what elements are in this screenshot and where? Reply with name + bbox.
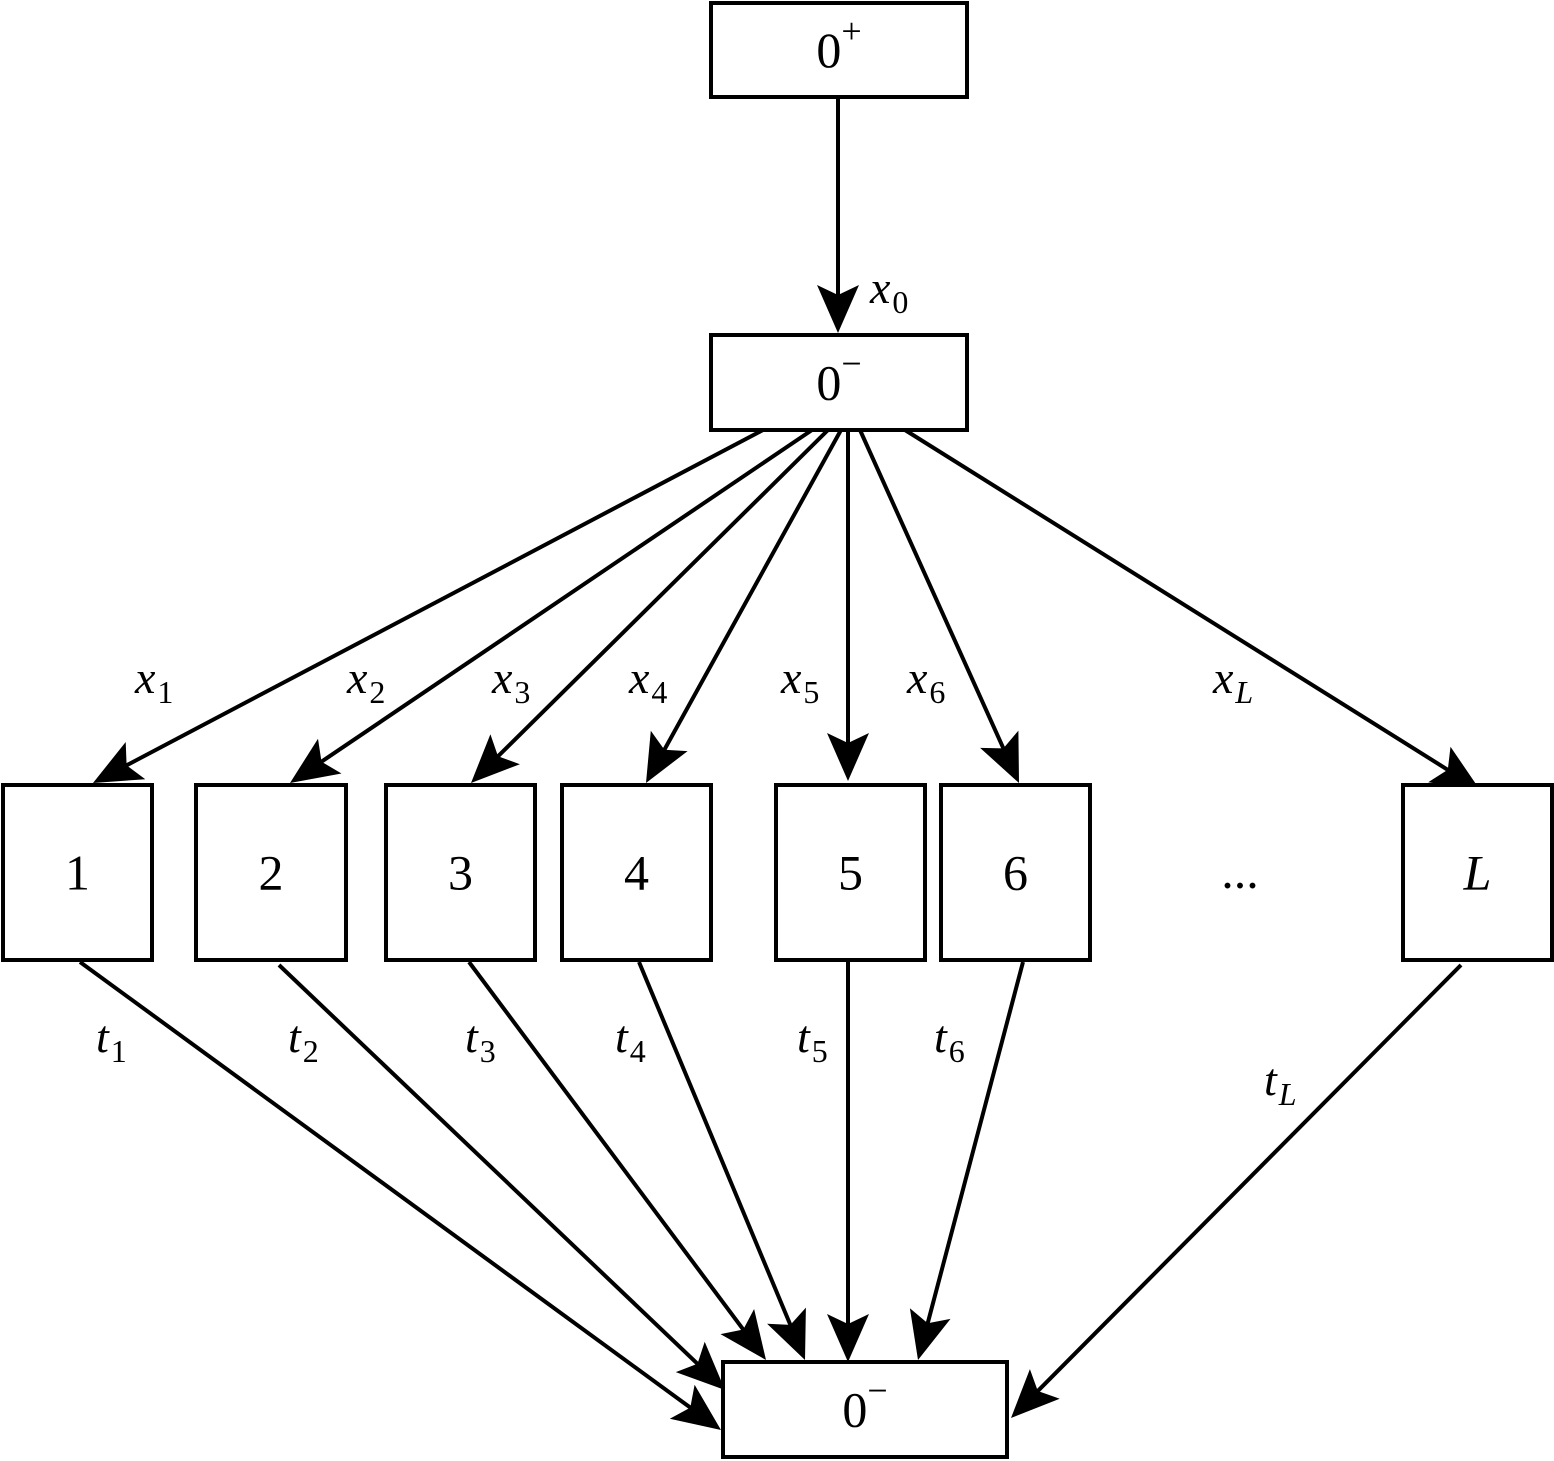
arrowhead-x2 bbox=[290, 738, 342, 783]
edge-line-t1 bbox=[78, 960, 694, 1411]
node-label-n2: 2 bbox=[259, 845, 284, 901]
node-n6: 6 bbox=[939, 783, 1092, 962]
node-label-top: 0+ bbox=[816, 11, 861, 78]
node-label-n4: 4 bbox=[624, 845, 649, 901]
node-box-nL bbox=[1401, 783, 1554, 962]
arrowhead-x3 bbox=[471, 734, 520, 783]
edge-label-t5: t5 bbox=[797, 1011, 828, 1069]
edge-t2 bbox=[277, 963, 725, 1390]
edge-labels-layer: x0 x1 x2 x3 x4 x5 x6 xL t1 t2 t3 t4 t5 t6 tL bbox=[96, 262, 1297, 1112]
edge-label-t6: t6 bbox=[934, 1011, 965, 1069]
edge-t3 bbox=[467, 960, 766, 1360]
edge-tL bbox=[1011, 963, 1463, 1418]
node-label-n5: 5 bbox=[838, 845, 863, 901]
edge-line-x1 bbox=[123, 428, 764, 768]
node-n5: 5 bbox=[774, 783, 927, 962]
node-bottom: 0− bbox=[721, 1360, 1009, 1459]
edge-label-t4: t4 bbox=[615, 1011, 646, 1069]
edge-x6 bbox=[858, 429, 1019, 783]
edge-line-t3 bbox=[467, 960, 747, 1333]
edge-t5 bbox=[827, 962, 869, 1362]
arrowhead-t3 bbox=[720, 1309, 766, 1360]
node-n2: 2 bbox=[194, 783, 348, 962]
edge-label-tL: tL bbox=[1264, 1054, 1297, 1112]
arrowhead-xL bbox=[1428, 746, 1480, 790]
arrowhead-t5 bbox=[827, 1314, 869, 1362]
node-label-bottom: 0− bbox=[842, 1371, 887, 1438]
arrowhead-x6 bbox=[980, 730, 1019, 783]
node-box-n1 bbox=[1, 783, 154, 962]
edge-line-t2 bbox=[277, 963, 701, 1367]
edge-label-x5: x5 bbox=[780, 652, 819, 710]
ellipsis: ... bbox=[1221, 843, 1259, 899]
arrowhead-t4 bbox=[767, 1307, 806, 1360]
node-label-nL: L bbox=[1463, 845, 1492, 901]
edge-label-x3: x3 bbox=[491, 652, 530, 710]
node-box-n4 bbox=[560, 783, 713, 962]
edge-label-x6: x6 bbox=[906, 652, 945, 710]
edge-x5 bbox=[827, 430, 869, 781]
edge-x4 bbox=[646, 429, 843, 783]
node-box-mid bbox=[709, 333, 969, 432]
node-nL: L bbox=[1401, 783, 1554, 962]
arrowhead-tL bbox=[1011, 1369, 1060, 1418]
node-label-n3: 3 bbox=[448, 845, 473, 901]
edge-x2 bbox=[290, 428, 814, 783]
node-box-n3 bbox=[384, 783, 537, 962]
node-box-n6 bbox=[939, 783, 1092, 962]
edge-label-x2: x2 bbox=[346, 652, 385, 710]
node-mid: 0− bbox=[709, 333, 969, 432]
node-n1: 1 bbox=[1, 783, 154, 962]
node-box-n2 bbox=[194, 783, 348, 962]
arrowhead-x0 bbox=[817, 285, 859, 333]
node-n4: 4 bbox=[560, 783, 713, 962]
node-label-n6: 6 bbox=[1003, 845, 1028, 901]
node-n3: 3 bbox=[384, 783, 537, 962]
edge-label-x1: x1 bbox=[134, 652, 173, 710]
edge-x1 bbox=[93, 428, 764, 783]
edge-x3 bbox=[471, 428, 830, 783]
arrowhead-x1 bbox=[93, 742, 146, 783]
node-box-top bbox=[709, 1, 969, 99]
node-box-bottom bbox=[721, 1360, 1009, 1459]
arrowhead-x4 bbox=[646, 730, 688, 783]
edge-line-x6 bbox=[858, 429, 1007, 751]
edge-line-x2 bbox=[318, 428, 814, 765]
edge-line-t4 bbox=[637, 961, 793, 1328]
edge-line-xL bbox=[903, 428, 1451, 773]
edge-line-tL bbox=[1034, 963, 1463, 1394]
edge-label-t2: t2 bbox=[288, 1011, 319, 1069]
edge-xL bbox=[903, 428, 1480, 790]
edge-label-t1: t1 bbox=[96, 1011, 127, 1069]
edge-line-x4 bbox=[661, 429, 843, 753]
edge-label-x0: x0 bbox=[869, 262, 908, 320]
edge-t1 bbox=[78, 960, 721, 1430]
node-label-mid: 0− bbox=[816, 344, 861, 411]
edge-label-x4: x4 bbox=[628, 652, 667, 710]
node-label-n1: 1 bbox=[65, 845, 90, 901]
edge-t4 bbox=[637, 961, 806, 1360]
edge-x0 bbox=[817, 97, 859, 333]
edge-label-xL: xL bbox=[1212, 652, 1253, 710]
arrowhead-x5 bbox=[827, 733, 869, 781]
arrowhead-t1 bbox=[669, 1384, 721, 1430]
node-box-n5 bbox=[774, 783, 927, 962]
edge-label-t3: t3 bbox=[465, 1011, 496, 1069]
edge-line-x3 bbox=[495, 428, 830, 760]
edge-t6 bbox=[909, 961, 1025, 1360]
edge-line-t6 bbox=[925, 961, 1025, 1326]
arrowhead-t2 bbox=[675, 1341, 725, 1390]
node-top: 0+ bbox=[709, 1, 969, 99]
arrowhead-t6 bbox=[909, 1308, 951, 1360]
edges-layer bbox=[78, 97, 1480, 1430]
